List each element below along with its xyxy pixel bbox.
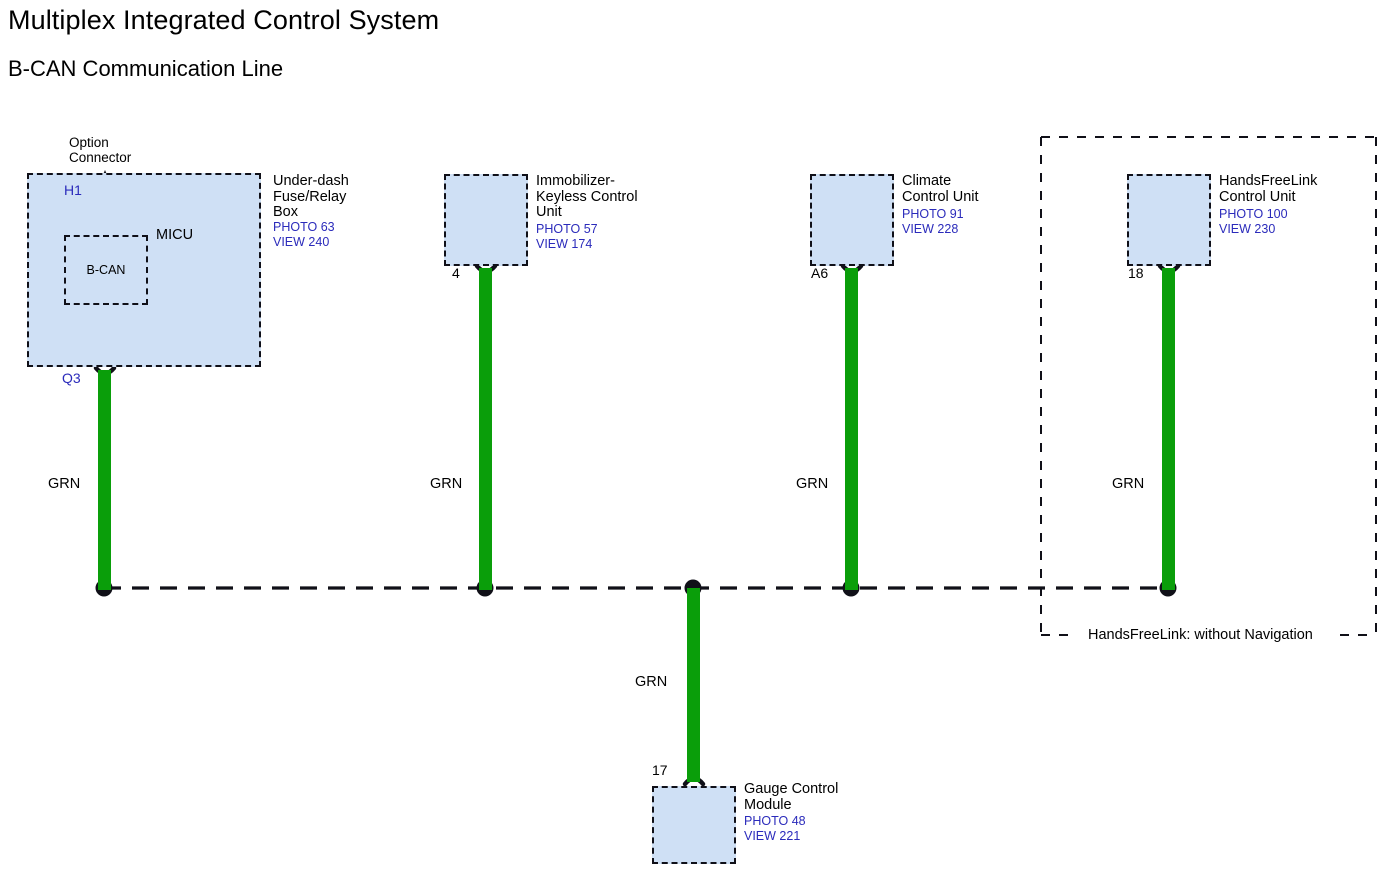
module-gauge-control-module[interactable] bbox=[652, 786, 736, 864]
page-subtitle: B-CAN Communication Line bbox=[8, 56, 284, 81]
pin-label-4: 4 bbox=[452, 265, 460, 281]
module-immobilizer-keyless-control-unit[interactable] bbox=[444, 174, 528, 266]
bus-junction-dots bbox=[95, 579, 1177, 597]
wire-label-climate: GRN bbox=[796, 476, 829, 492]
wire-label-under-dash: GRN bbox=[48, 476, 81, 492]
wire-label-gauge: GRN bbox=[635, 674, 668, 690]
module-name-under-dash: Under-dash Fuse/Relay Box bbox=[273, 173, 349, 221]
pin-label-17: 17 bbox=[652, 762, 668, 778]
micu-bcan-inner-box[interactable]: B-CAN bbox=[64, 235, 148, 305]
module-ref-gauge[interactable]: PHOTO 48 VIEW 221 bbox=[744, 814, 806, 843]
module-handsfreelink-control-unit[interactable] bbox=[1127, 174, 1211, 266]
page-title: Multiplex Integrated Control System bbox=[8, 5, 440, 35]
module-ref-handsfreelink[interactable]: PHOTO 100 VIEW 230 bbox=[1219, 207, 1288, 236]
pin-label-18: 18 bbox=[1128, 265, 1144, 281]
module-ref-climate[interactable]: PHOTO 91 VIEW 228 bbox=[902, 207, 964, 236]
pin-label-q3: Q3 bbox=[62, 370, 81, 386]
pin-label-h1: H1 bbox=[64, 182, 82, 198]
module-name-gauge: Gauge Control Module bbox=[744, 781, 839, 813]
option-connector-label: Option Connector bbox=[69, 135, 132, 165]
module-ref-immobilizer[interactable]: PHOTO 57 VIEW 174 bbox=[536, 222, 598, 251]
wire-immobilizer-to-bus bbox=[479, 268, 492, 590]
wire-bus-to-gauge bbox=[687, 588, 700, 782]
module-name-climate: Climate Control Unit bbox=[902, 173, 979, 205]
module-ref-under-dash[interactable]: PHOTO 63 VIEW 240 bbox=[273, 220, 335, 249]
wire-handsfreelink-to-bus bbox=[1162, 268, 1175, 590]
module-name-immobilizer: Immobilizer- Keyless Control Unit bbox=[536, 173, 638, 221]
wire-label-immobilizer: GRN bbox=[430, 476, 463, 492]
module-name-handsfreelink: HandsFreeLink Control Unit bbox=[1219, 173, 1318, 205]
wire-label-handsfreelink: GRN bbox=[1112, 476, 1145, 492]
pin-label-a6: A6 bbox=[811, 265, 829, 281]
handsfreelink-group-note: HandsFreeLink: without Navigation bbox=[1082, 627, 1319, 643]
bcan-label: B-CAN bbox=[86, 263, 126, 277]
wire-under-dash-to-bus bbox=[98, 370, 111, 590]
wire-climate-to-bus bbox=[845, 268, 858, 590]
micu-label: MICU bbox=[156, 227, 194, 243]
module-climate-control-unit[interactable] bbox=[810, 174, 894, 266]
